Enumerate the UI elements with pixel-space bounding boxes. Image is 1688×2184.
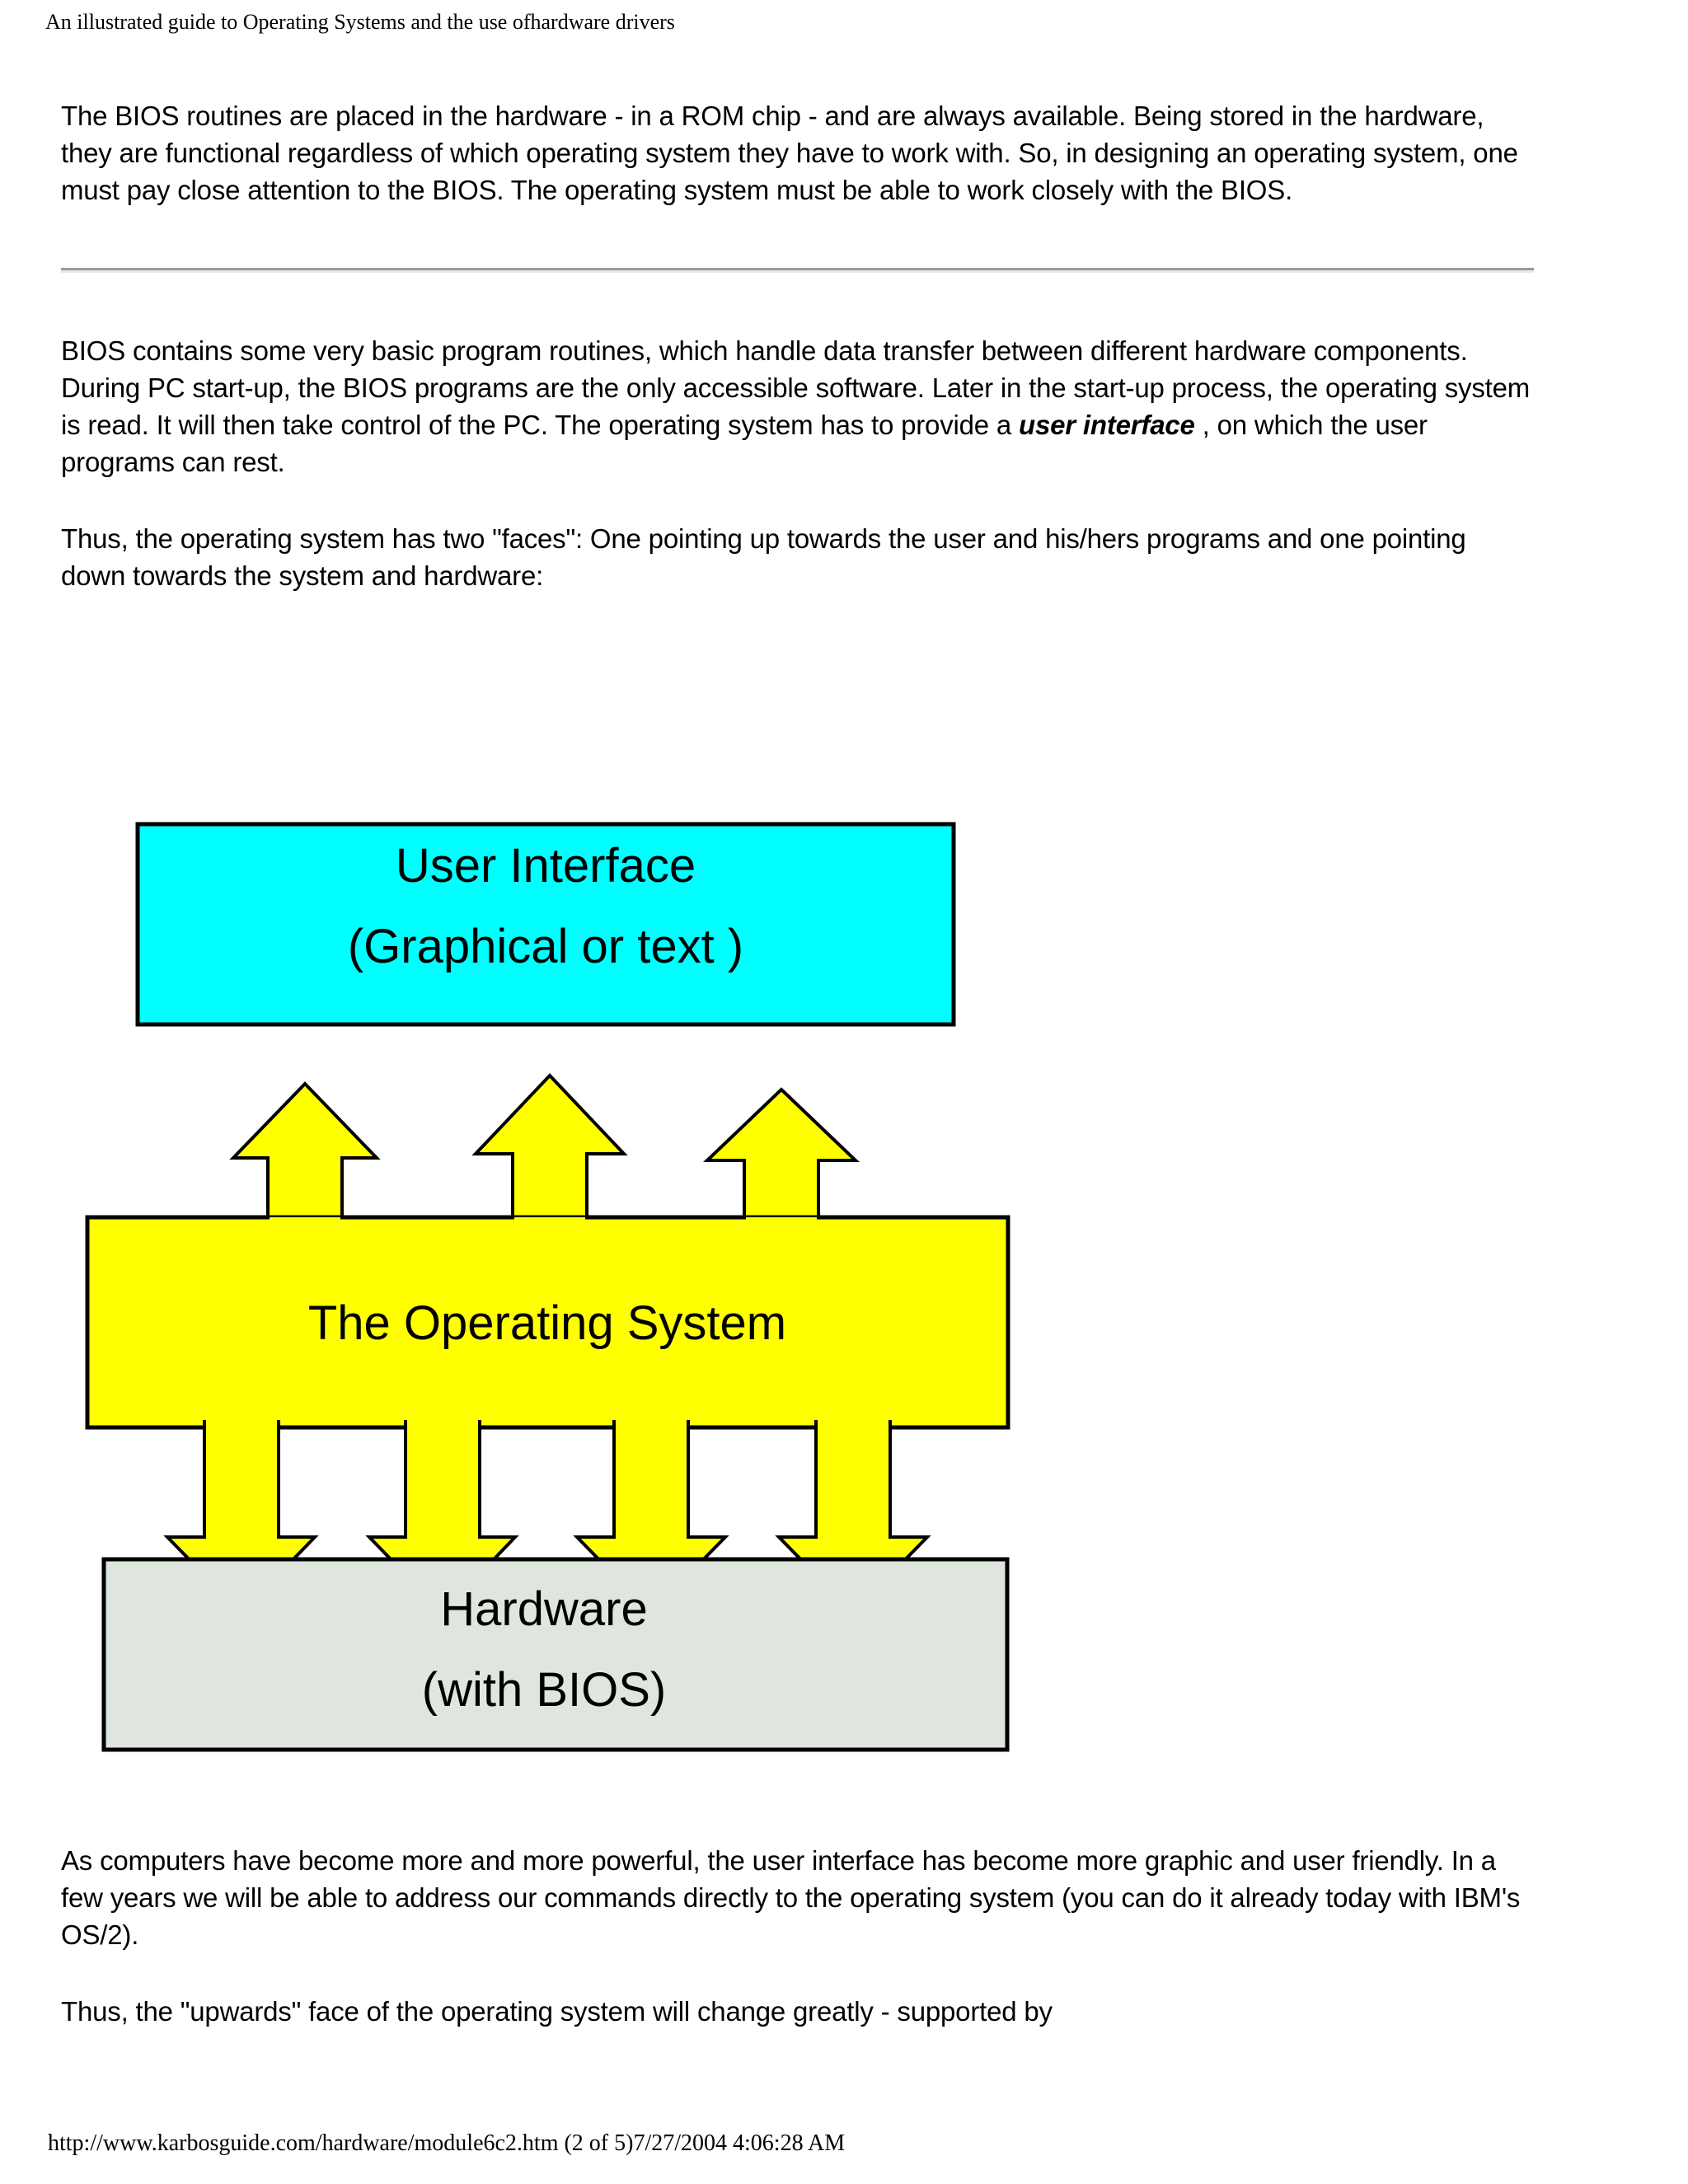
operating-system-box-label: The Operating System — [308, 1296, 786, 1350]
arrow-up-3 — [703, 1087, 860, 1226]
arrow-up-seam-mask-1 — [270, 1217, 340, 1226]
arrow-up-seam-mask-2 — [514, 1217, 585, 1226]
paragraph-bios-contains-part2: , on which the user programs can rest. — [61, 410, 1428, 477]
spacer-after-rule — [61, 273, 1536, 332]
arrow-down-seam-mask-3 — [616, 1420, 687, 1428]
spacer-before-rule — [61, 209, 1536, 268]
operating-system-box-shape — [85, 1215, 1010, 1430]
horizontal-rule-divider — [61, 268, 1534, 273]
paragraph-computers-powerful: As computers have become more and more p… — [61, 1845, 1521, 1950]
paragraph-bios-routines: The BIOS routines are placed in the hard… — [61, 101, 1518, 205]
content-column-lower: As computers have become more and more p… — [61, 1842, 1536, 2030]
arrows-up-group — [229, 1073, 860, 1226]
user-interface-box-label-line1: User Interface — [396, 839, 696, 893]
user-interface-box-shape — [135, 822, 956, 1027]
hardware-box-shape — [101, 1557, 1010, 1752]
arrow-up-2 — [471, 1073, 628, 1226]
user-interface-box-label-line2: (Graphical or text ) — [348, 920, 743, 973]
hardware-box-label-line2: (with BIOS) — [422, 1663, 667, 1717]
page-footer-url: http://www.karbosguide.com/hardware/modu… — [48, 2130, 846, 2156]
page-running-header: An illustrated guide to Operating System… — [45, 10, 675, 34]
paragraph-bios-contains: BIOS contains some very basic program ro… — [61, 332, 1536, 480]
content-column: The BIOS routines are placed in the hard… — [61, 97, 1536, 594]
arrow-down-seam-mask-2 — [407, 1420, 478, 1428]
arrow-down-seam-mask-1 — [206, 1420, 277, 1428]
spacer-between-paragraphs-2 — [61, 1953, 1536, 1993]
arrow-down-seam-mask-4 — [818, 1420, 889, 1428]
arrow-up-1 — [229, 1081, 381, 1226]
os-layers-diagram: User Interface (Graphical or text ) The … — [0, 791, 1154, 1805]
emphasis-user-interface: user interface — [1019, 410, 1195, 440]
paragraph-two-faces: Thus, the operating system has two "face… — [61, 523, 1466, 591]
paragraph-bios-contains-part1: BIOS contains some very basic program ro… — [61, 335, 1531, 440]
spacer-between-paragraphs-1 — [61, 480, 1536, 520]
paragraph-upwards-face: Thus, the "upwards" face of the operatin… — [61, 1996, 1053, 2027]
hardware-box-label-line1: Hardware — [440, 1582, 647, 1636]
arrow-up-seam-mask-3 — [746, 1217, 817, 1226]
